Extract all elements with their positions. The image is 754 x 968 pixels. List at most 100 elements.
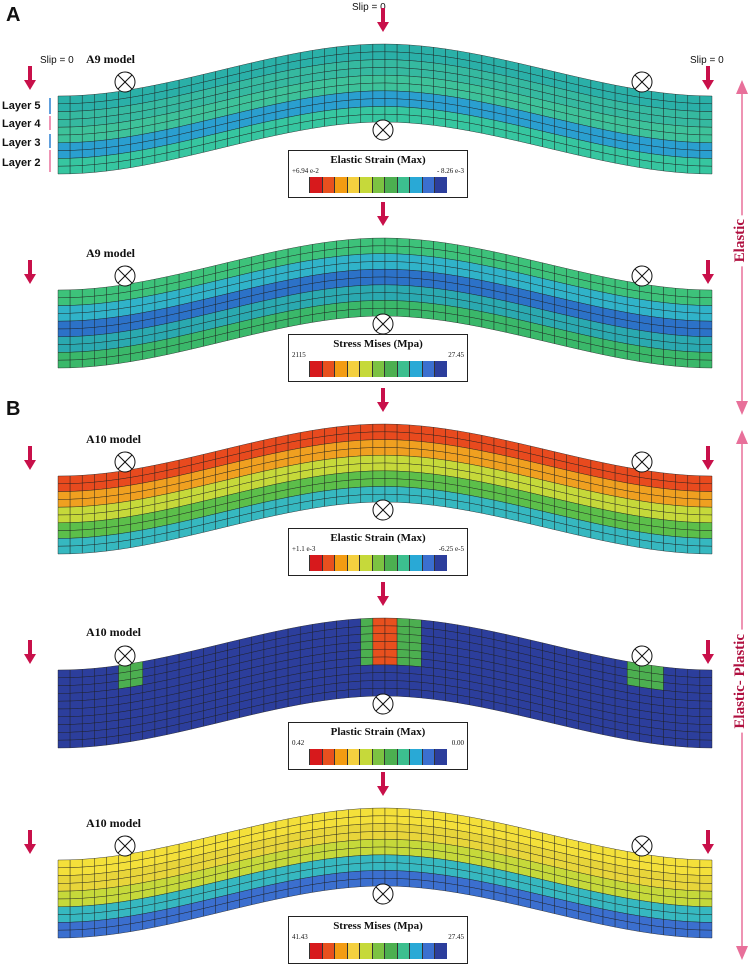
mesh-cell [94,927,107,937]
mesh-cell [421,674,434,684]
mesh-cell [384,617,398,627]
load-arrow-center [377,772,389,796]
mesh-cell [336,619,349,629]
mesh-cell [336,262,349,273]
slip-label-right: Slip = 0 [690,55,724,66]
mesh-cell [421,449,434,459]
mesh-cell [57,716,71,725]
mesh-cell [348,432,361,442]
mesh-cell [675,904,688,915]
mesh-cell [82,125,95,135]
legend-swatch [334,555,347,571]
mesh-cell [699,483,713,492]
mesh-cell [69,669,83,678]
mesh-cell [396,870,410,880]
mesh-cell [336,674,349,684]
mesh-cell [384,245,398,255]
mesh-cell [372,486,386,495]
legend-min: +1.1 e-3 [292,545,316,553]
mesh-cell [663,926,676,937]
legend-4: Plastic Strain (Max) 0.42 0.00 [288,722,468,770]
mesh-cell [384,633,398,642]
mesh-cell [57,126,71,136]
mesh-cell [336,464,349,474]
mesh-cell [69,692,83,702]
mesh-cell [384,276,398,286]
mesh-cell [336,255,349,265]
mesh-cell [699,344,713,353]
mesh-cell [421,635,434,645]
mesh-cell [409,657,422,667]
mesh-cell [94,888,107,898]
support-roller-icon [114,71,136,93]
mesh-cell [82,897,95,907]
legend-swatch [309,943,322,959]
mesh-cell [699,142,713,151]
mesh-cell [69,545,83,555]
mesh-cell [421,480,434,490]
mesh-cell [348,447,361,458]
mesh-cell [421,627,434,638]
mesh-cell [663,674,676,685]
mesh-cell [348,60,361,70]
mesh-cell [396,641,410,651]
mesh-cell [57,669,71,679]
mesh-cell [421,53,434,64]
mesh-cell [82,497,95,507]
mesh-cell [94,903,107,914]
mesh-cell [699,530,713,539]
legend-max: 0.00 [451,739,464,747]
mesh-cell [384,51,398,61]
legend-min: 2115 [292,351,306,359]
mesh-cell [675,699,688,709]
mesh-cell [699,305,713,314]
legend-title: Plastic Strain (Max) [330,726,426,738]
legend-swatch [346,749,360,765]
mesh-cell [57,867,71,876]
mesh-cell [82,319,95,329]
mesh-cell [396,431,410,441]
legend-swatch [384,177,397,193]
mesh-cell [336,448,349,459]
mesh-cell [651,925,664,936]
mesh-cell [360,831,374,841]
mesh-cell [57,475,71,485]
mesh-cell [675,544,688,554]
mesh-cell [348,618,361,628]
mesh-cell [396,862,410,872]
mesh-cell [69,521,83,531]
mesh-cell [409,487,422,497]
mesh-cell [57,859,71,869]
mesh-cell [699,289,713,299]
mesh-cell [94,310,107,320]
mesh-cell [699,677,713,686]
mesh-cell [675,288,688,298]
mesh-cell [312,498,325,509]
mesh-cell [69,110,83,120]
mesh-cell [421,302,434,312]
mesh-cell [384,106,398,115]
mesh-cell [396,478,410,488]
mesh-cell [687,715,701,725]
mesh-cell [94,880,107,890]
mesh-cell [384,284,398,294]
load-arrow-center [377,388,389,412]
mesh-cell [384,672,398,681]
mesh-cell [687,94,701,104]
mesh-cell [336,433,349,443]
load-arrow-right [702,260,714,284]
mesh-cell [675,117,688,127]
mesh-cell [663,721,676,731]
mesh-cell [409,262,422,272]
mesh-cell [360,688,374,697]
mesh-cell [336,864,349,874]
mesh-cell [675,730,688,740]
mesh-cell [699,118,713,128]
support-roller-icon [114,451,136,473]
support-roller-icon [631,71,653,93]
mesh-cell [348,471,361,481]
mesh-cell [396,625,410,635]
mesh-cell [687,343,701,353]
mesh-cell [699,312,713,322]
mesh-cell [118,159,131,170]
